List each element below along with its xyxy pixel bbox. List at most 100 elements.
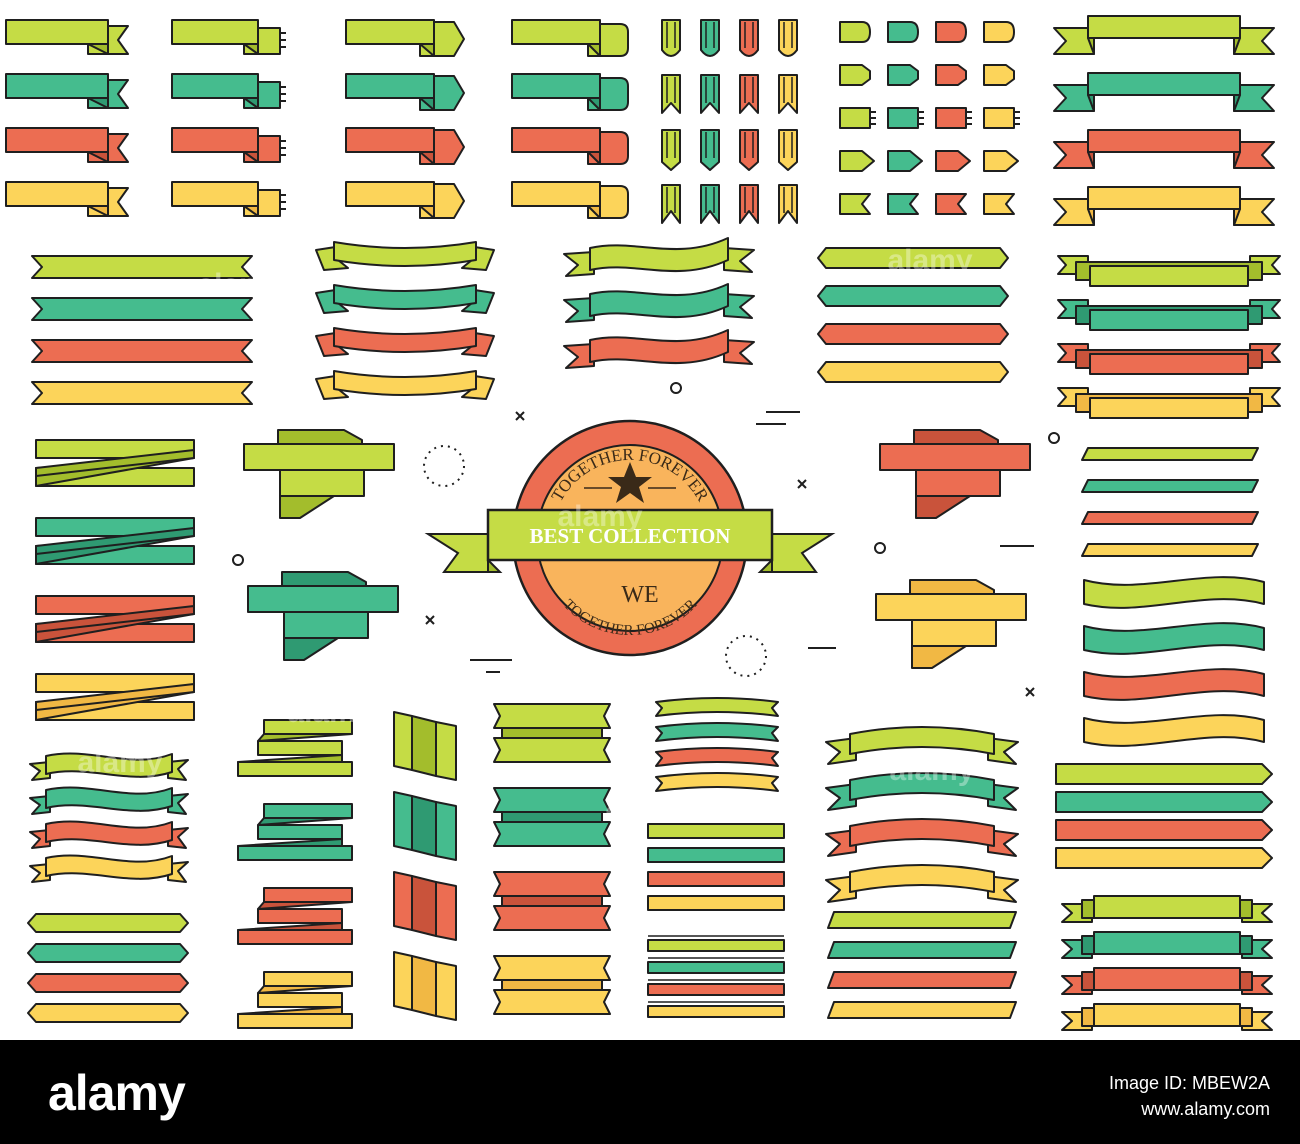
stack-middle	[257, 824, 343, 840]
twist-c-lime	[435, 721, 457, 781]
ribbon-set-layered	[1057, 255, 1281, 419]
ribbon-set-arrow-tail	[345, 19, 465, 219]
ribbon-body-teal	[589, 283, 729, 319]
ribbon-body-teal	[171, 73, 259, 99]
plain-yellow	[647, 895, 785, 911]
ribbon-body-teal	[333, 284, 477, 310]
ribbon-body-teal	[5, 73, 109, 99]
ribbon-pointed-lime	[817, 247, 1009, 269]
bookmark-lime	[661, 129, 681, 171]
fold-tail	[915, 495, 971, 519]
tag-yellow	[983, 150, 1019, 172]
box-bottom	[493, 821, 611, 847]
watermark-text: alamy	[887, 244, 972, 277]
fold-main	[875, 593, 1027, 621]
ribbon-body-lime	[171, 19, 259, 45]
decor-ring	[670, 382, 682, 394]
ribbon-body-yellow	[849, 864, 995, 893]
ribbon-set-zigzag	[35, 439, 195, 721]
decor-cross	[425, 615, 435, 625]
ribbon-flat-coral	[31, 339, 253, 363]
badge-banner-tail-left	[424, 533, 489, 573]
stock-meta: Image ID: MBEW2A www.alamy.com	[710, 1070, 1270, 1122]
twist-a-coral	[393, 871, 413, 931]
ribbon-body-lime	[1087, 15, 1241, 39]
slant-yellow	[827, 1001, 1017, 1019]
tag-lime	[839, 150, 875, 172]
bookmark-yellow	[778, 129, 798, 171]
stack-bottom	[237, 761, 353, 777]
bar-yellow	[27, 1003, 189, 1023]
stack-top	[263, 971, 353, 987]
tag-lime	[839, 64, 871, 86]
ribbon-stack-a-teal	[237, 803, 353, 861]
fold-lower	[279, 469, 365, 497]
twist-a-teal	[393, 791, 413, 851]
ribbon-body-teal	[345, 73, 435, 99]
badge-banner-text: BEST COLLECTION	[530, 524, 731, 548]
twist-b-yellow	[411, 955, 437, 1017]
ribbon-body-lime	[5, 19, 109, 45]
zigzag-diag-lime	[35, 449, 195, 477]
bar-lime	[27, 913, 189, 933]
ribbon-set-wavy-long	[1083, 576, 1265, 747]
tag-teal	[887, 21, 919, 43]
ribbon-body-lime	[849, 726, 995, 755]
stack-middle	[257, 992, 343, 1008]
stack-bottom	[237, 1013, 353, 1029]
box-top	[493, 955, 611, 981]
bookmark-coral	[739, 129, 759, 171]
ribbon-body-teal	[45, 786, 173, 812]
badge-banner-fold-left	[487, 557, 503, 573]
ribbon-body-coral	[1089, 353, 1249, 375]
ribbon-flat-yellow	[31, 381, 253, 405]
bookmark-yellow	[778, 184, 798, 224]
stack-top	[263, 887, 353, 903]
ribbon-set-long-flat	[31, 255, 253, 405]
wave-teal	[1083, 622, 1265, 655]
ribbon-set-small-curved	[655, 697, 779, 792]
ribbon-set-rounded-tab	[511, 19, 629, 219]
ribbon-set-wavy	[563, 237, 755, 369]
tag-teal	[887, 150, 923, 172]
ribbon-body-coral	[511, 127, 601, 153]
ribbon-body-teal	[511, 73, 601, 99]
plain-coral	[647, 871, 785, 887]
decor-dotted-ring	[423, 445, 465, 487]
stripe-lime	[1081, 447, 1259, 461]
ribbon-set-vertical-bookmarks	[661, 19, 798, 224]
center-badge: TOGETHER FOREVER BEST COLLECTION WE TOGE…	[424, 419, 836, 657]
stripe-yellow	[1081, 543, 1259, 557]
ribbon-set-plain-bars-2	[647, 935, 785, 1018]
tag-yellow	[983, 64, 1015, 86]
plain-lime	[647, 823, 785, 839]
decor-dotted-ring	[725, 635, 767, 677]
decor-cross	[1025, 687, 1035, 697]
tag-coral	[935, 21, 967, 43]
curve-coral	[655, 747, 779, 767]
tag-lime	[839, 21, 871, 43]
stack-link	[237, 754, 343, 763]
ribbon-box-stack-yellow	[493, 955, 611, 1015]
fold-lower	[283, 611, 369, 639]
ribbon-folded-lime	[243, 429, 395, 519]
ribbon-body-teal	[849, 772, 995, 801]
tag-coral	[935, 64, 967, 86]
twist-c-coral	[435, 881, 457, 941]
ribbon-body-yellow	[1089, 397, 1249, 419]
ribbon-body-lime	[589, 237, 729, 273]
watermark-text: alamy	[287, 696, 372, 729]
zigzag-diag-coral	[35, 605, 195, 633]
curve-lime	[655, 697, 779, 717]
box-top	[493, 787, 611, 813]
ribbon-set-plain-bars	[647, 823, 785, 911]
zigzag-diag-teal	[35, 527, 195, 555]
decor-cross	[515, 411, 525, 421]
ribbon-body-coral	[45, 820, 173, 846]
decorations	[232, 382, 1060, 697]
badge-banner-tail-right	[771, 533, 836, 573]
ribbon-set-pointed-bars	[817, 247, 1009, 383]
twist-b-teal	[411, 795, 437, 857]
ribbon-folded-yellow	[875, 579, 1027, 669]
